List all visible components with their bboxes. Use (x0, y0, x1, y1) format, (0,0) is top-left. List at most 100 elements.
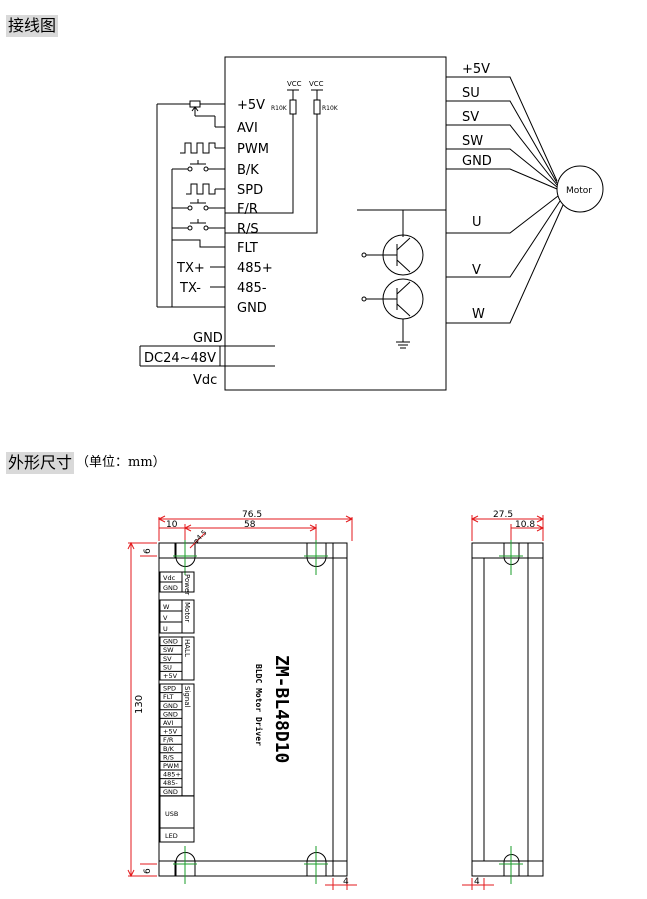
terminal-label: FLT (163, 693, 173, 701)
terminal-group-box (159, 636, 195, 681)
rpin-sv: SV (462, 110, 479, 125)
pin-gnd: GND (237, 301, 267, 316)
side-slot-bottom (499, 846, 523, 884)
terminal-label: GND (163, 584, 178, 592)
terminal-group-label: HALL (183, 639, 191, 657)
dim-inner-width-label: 58 (244, 520, 256, 530)
dim-bottom-margin: 6 (143, 868, 153, 874)
usb-label: USB (165, 810, 178, 818)
switch-rs (172, 219, 215, 231)
dim-top-margin: 6 (143, 548, 153, 554)
pin-485p: 485+ (237, 261, 273, 276)
terminal-label: V (163, 614, 168, 622)
terminal-label: 485+ (163, 771, 181, 779)
pin-bk: B/K (237, 163, 259, 178)
resistor-label-1: R10K (271, 105, 288, 112)
dim-height-label: 130 (134, 695, 145, 714)
rpin-su: SU (462, 86, 480, 101)
tx-plus: TX+ (176, 261, 205, 276)
terminal-label: SPD (163, 685, 176, 693)
vcc-label-2: VCC (309, 80, 324, 88)
terminal-label: R/S (163, 753, 174, 761)
terminal-label: GND (163, 702, 178, 710)
power-vdc: Vdc (193, 373, 217, 388)
wiring-title: 接线图 (6, 15, 59, 37)
dim-offset-label: 10 (166, 520, 178, 530)
front-outline (158, 542, 348, 877)
dim-depth-part: 10.8 (515, 520, 535, 530)
dim-depth-total: 27.5 (493, 510, 513, 520)
dim-inner-width (183, 524, 318, 540)
terminal-group-box (159, 599, 195, 634)
terminal-label: Vdc (163, 574, 176, 582)
potentiometer (156, 100, 216, 308)
power-voltage: DC24~48V (144, 351, 216, 366)
terminal-label: F/R (163, 736, 174, 744)
side-view: 27.5 10.8 4 (462, 510, 545, 890)
driver-box (224, 56, 447, 391)
flt-line (172, 239, 215, 248)
side-outline (471, 542, 544, 877)
led-label: LED (165, 832, 178, 840)
rpin-v: V (472, 263, 481, 278)
terminal-group-label: Signal (183, 686, 191, 708)
terminal-group-label: Power (183, 574, 191, 595)
vcc-label-1: VCC (287, 80, 302, 88)
dimension-title: 外形尺寸 (6, 452, 75, 474)
rpin-sw: SW (462, 134, 483, 149)
pullup-resistors (225, 89, 323, 234)
pin-5v: +5V (237, 98, 265, 113)
dim-total-width (157, 515, 354, 541)
spd-pulse (186, 183, 216, 195)
terminal-label: GND (163, 710, 178, 718)
mount-slot-bottom-right (304, 846, 328, 884)
terminal-label: W (163, 603, 170, 611)
switch-bk (172, 160, 215, 172)
dim-side-flange: 4 (474, 877, 480, 887)
left-pin-leads (210, 103, 225, 308)
terminal-label: GND (163, 638, 178, 646)
terminal-label: 485- (163, 779, 178, 787)
motor-circle (556, 165, 604, 213)
model-name: ZM-BL48D10 (271, 655, 292, 763)
hole-leader (189, 532, 206, 549)
dim-height (127, 541, 157, 878)
mount-slot-top-left (173, 535, 197, 575)
pin-flt: FLT (237, 241, 258, 256)
terminal-label: U (163, 625, 168, 633)
terminal-label: PWM (163, 762, 179, 770)
rpin-gnd: GND (462, 154, 492, 169)
pin-fr: F/R (237, 202, 258, 217)
pin-rs: R/S (237, 222, 259, 237)
terminal-label: GND (163, 788, 178, 796)
motor-label: Motor (566, 186, 592, 196)
terminal-label: SV (163, 655, 172, 663)
dim-total-width-label: 76.5 (242, 510, 262, 520)
pin-pwm: PWM (237, 142, 269, 157)
motor-wires (446, 76, 564, 324)
side-slot-top (499, 535, 523, 575)
rpin-u: U (472, 215, 482, 230)
mount-slot-bottom-left (173, 846, 197, 884)
pin-avi: AVI (237, 121, 258, 136)
terminal-group-label: Motor (183, 602, 191, 622)
unit-note: （单位：mm） (76, 455, 166, 470)
tx-minus: TX- (179, 281, 201, 296)
wiring-diagram: +5V AVI PWM B/K SPD F/R R/S FLT 485+ 485… (139, 56, 604, 391)
rpin-5v: +5V (462, 62, 490, 77)
power-gnd: GND (193, 331, 223, 346)
pin-spd: SPD (237, 183, 263, 198)
pin-485n: 485- (237, 281, 267, 296)
switch-fr (172, 199, 215, 211)
model-subtitle: BLDC Motor Driver (254, 664, 264, 746)
pwm-pulse (180, 142, 216, 154)
terminal-label: +5V (163, 672, 178, 680)
transistors (357, 209, 446, 349)
dim-front-flange: 4 (343, 877, 349, 887)
resistor-label-2: R10K (322, 105, 339, 112)
terminal-label: SU (163, 663, 172, 671)
terminal-label: +5V (163, 728, 178, 736)
